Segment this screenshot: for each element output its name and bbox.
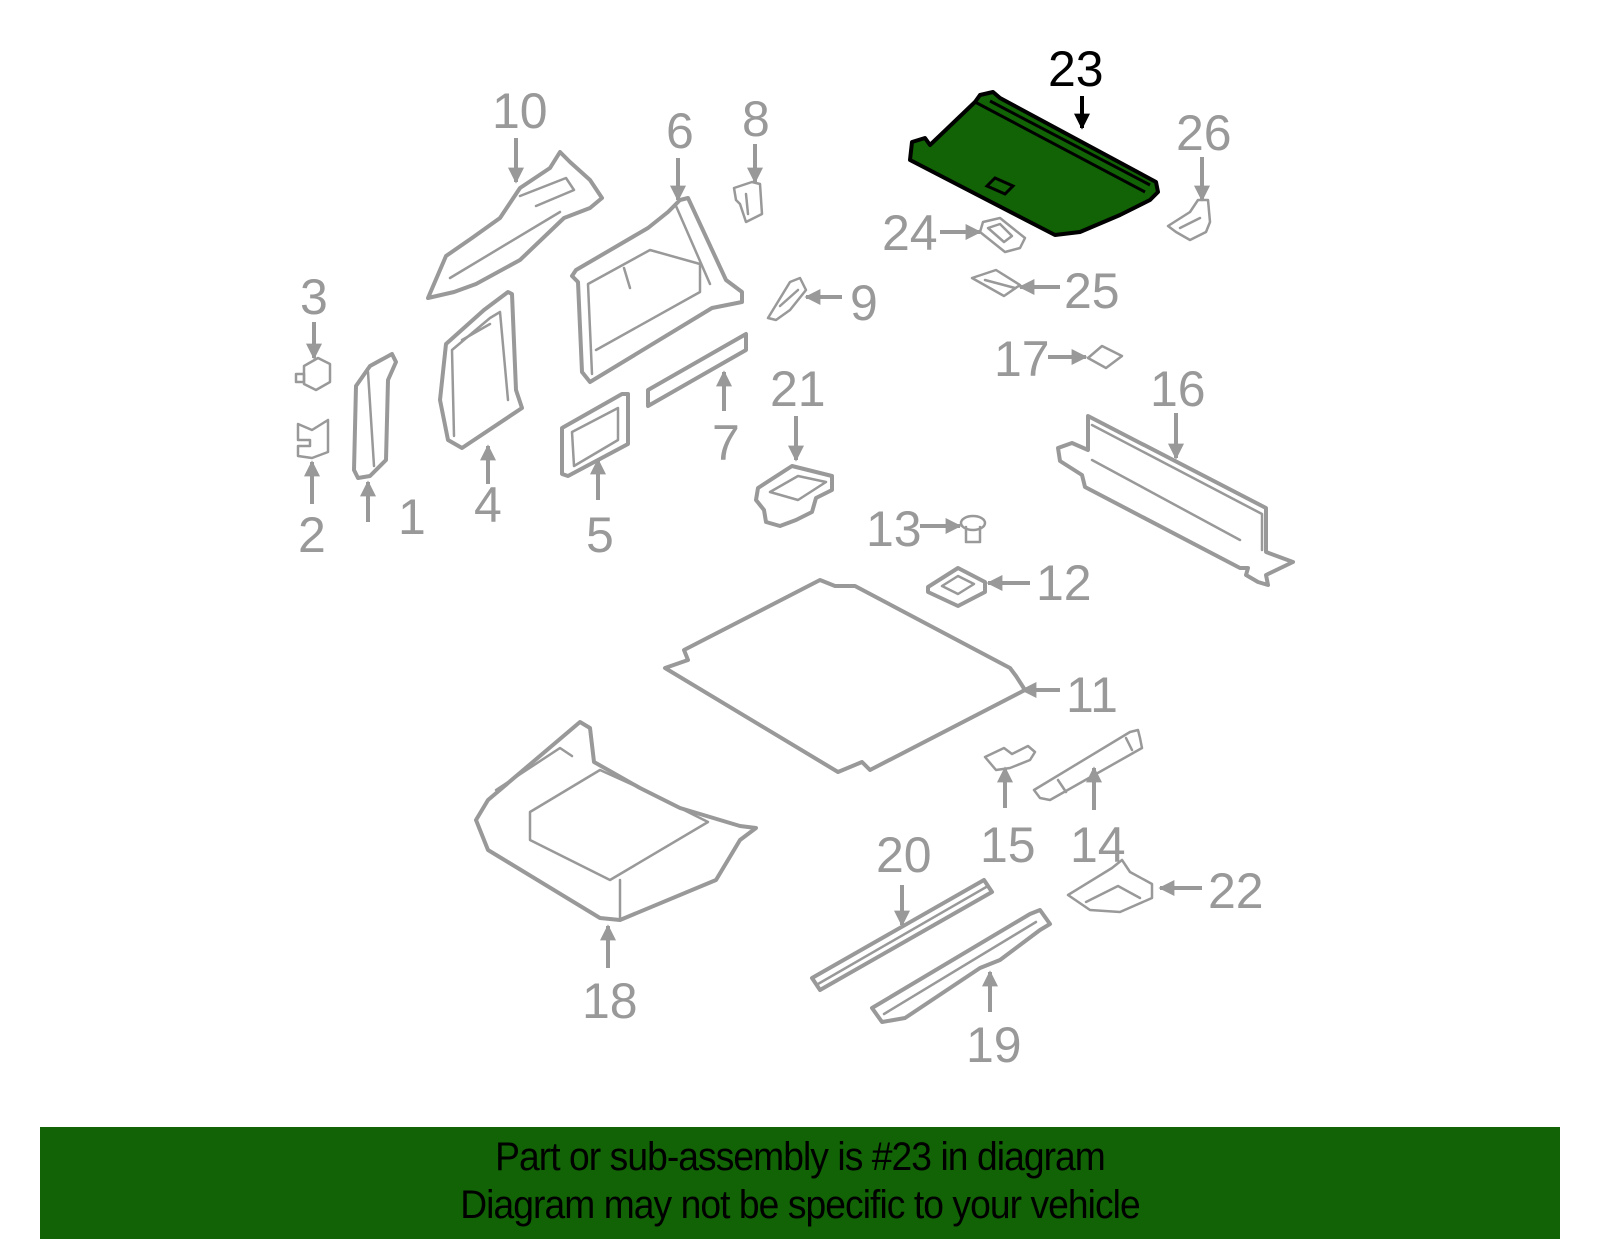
part-1-pillar-trim[interactable] xyxy=(352,352,398,480)
part-11-floor-mat[interactable] xyxy=(663,578,1027,774)
callout-16: 16 xyxy=(1150,361,1206,460)
part-21-tray[interactable] xyxy=(754,464,834,528)
svg-text:5: 5 xyxy=(586,507,614,563)
callout-4: 4 xyxy=(474,444,502,533)
svg-text:3: 3 xyxy=(300,269,328,325)
callout-9: 9 xyxy=(804,275,878,331)
part-9-clip[interactable] xyxy=(766,276,808,322)
svg-text:16: 16 xyxy=(1150,361,1206,417)
callout-8: 8 xyxy=(742,91,770,184)
part-5-cover[interactable] xyxy=(560,392,630,478)
part-13-fastener[interactable] xyxy=(959,514,987,544)
part-22-bracket[interactable] xyxy=(1066,858,1154,914)
callout-18: 18 xyxy=(582,924,638,1029)
info-banner: Part or sub-assembly is #23 in diagram D… xyxy=(40,1127,1560,1239)
callout-26: 26 xyxy=(1176,105,1232,202)
part-24-clip[interactable] xyxy=(978,216,1027,254)
svg-text:6: 6 xyxy=(666,103,694,159)
part-14-strut[interactable] xyxy=(1032,728,1144,802)
svg-text:21: 21 xyxy=(770,361,826,417)
part-19-rail[interactable] xyxy=(870,908,1052,1024)
part-3-clip[interactable] xyxy=(294,356,332,392)
svg-text:13: 13 xyxy=(866,501,922,557)
svg-text:12: 12 xyxy=(1036,555,1092,611)
parts-diagram: 23 26 24 25 17 16 xyxy=(294,41,1295,1073)
svg-text:20: 20 xyxy=(876,827,932,883)
svg-text:24: 24 xyxy=(882,205,938,261)
callout-25: 25 xyxy=(1018,263,1120,319)
svg-text:15: 15 xyxy=(980,817,1036,873)
part-2-clip[interactable] xyxy=(296,418,330,460)
part-4-trim-panel[interactable] xyxy=(438,290,524,450)
callout-12: 12 xyxy=(986,555,1092,611)
svg-text:19: 19 xyxy=(966,1017,1022,1073)
part-25-clip[interactable] xyxy=(970,268,1022,298)
callout-10: 10 xyxy=(492,83,548,184)
svg-text:22: 22 xyxy=(1208,863,1264,919)
callout-1: 1 xyxy=(360,480,426,545)
banner-disclaimer: Diagram may not be specific to your vehi… xyxy=(460,1183,1140,1227)
svg-text:2: 2 xyxy=(298,507,326,563)
callout-17: 17 xyxy=(994,331,1088,387)
svg-text:18: 18 xyxy=(582,973,638,1029)
callout-5: 5 xyxy=(586,458,614,563)
part-15-bracket[interactable] xyxy=(983,744,1037,772)
callout-24: 24 xyxy=(882,205,982,261)
svg-text:25: 25 xyxy=(1064,263,1120,319)
callout-7: 7 xyxy=(712,370,740,471)
callout-22: 22 xyxy=(1158,863,1264,919)
callout-13: 13 xyxy=(866,501,962,557)
callout-11: 11 xyxy=(1020,667,1118,723)
callout-19: 19 xyxy=(966,970,1022,1073)
callout-2: 2 xyxy=(298,460,326,563)
callout-3: 3 xyxy=(300,269,328,360)
svg-text:9: 9 xyxy=(850,275,878,331)
part-6-side-trim[interactable] xyxy=(570,196,744,384)
part-18-trunk-tub[interactable] xyxy=(474,720,758,922)
banner-part-notice: Part or sub-assembly is #23 in diagram xyxy=(495,1135,1106,1179)
svg-text:10: 10 xyxy=(492,83,548,139)
svg-text:7: 7 xyxy=(712,415,740,471)
part-20-sill[interactable] xyxy=(810,878,994,992)
svg-text:1: 1 xyxy=(398,489,426,545)
part-17-clip[interactable] xyxy=(1086,344,1124,370)
svg-text:23: 23 xyxy=(1048,41,1104,97)
part-8-clip[interactable] xyxy=(732,180,764,224)
svg-text:17: 17 xyxy=(994,331,1050,387)
svg-text:4: 4 xyxy=(474,477,502,533)
svg-text:26: 26 xyxy=(1176,105,1232,161)
part-23-cargo-cover[interactable] xyxy=(908,90,1160,237)
svg-text:8: 8 xyxy=(742,91,770,147)
callout-6: 6 xyxy=(666,103,694,202)
callout-20: 20 xyxy=(876,827,932,927)
callout-21: 21 xyxy=(770,361,826,462)
part-7-strip[interactable] xyxy=(646,332,748,408)
callout-15: 15 xyxy=(980,766,1036,873)
part-12-cover[interactable] xyxy=(926,566,987,608)
part-26-bracket[interactable] xyxy=(1166,198,1212,242)
part-10-upper-trim[interactable] xyxy=(426,150,604,300)
part-16-rear-panel[interactable] xyxy=(1056,414,1295,587)
callout-23: 23 xyxy=(1048,41,1104,130)
svg-text:11: 11 xyxy=(1066,667,1118,723)
